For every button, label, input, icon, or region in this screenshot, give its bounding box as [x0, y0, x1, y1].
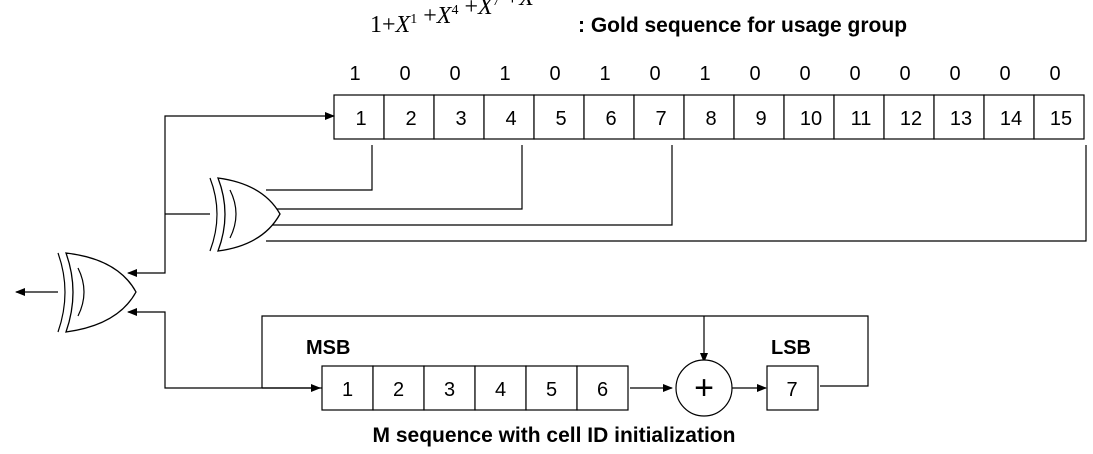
- polynomial-title: 1+X1 +X4 +X7 +X15: [370, 0, 548, 38]
- m-sequence-feedback: [127, 308, 869, 392]
- gold-cell-label: 12: [900, 108, 922, 130]
- poly-term: +: [417, 3, 437, 29]
- gold-cell: [633, 94, 685, 140]
- m-cell-label: 6: [597, 379, 608, 401]
- poly-term: X: [436, 3, 453, 29]
- gold-cell-label: 1: [355, 108, 366, 130]
- gold-caption: : Gold sequence for usage group: [578, 14, 907, 37]
- lsb-cell-label: 7: [786, 379, 797, 401]
- gold-cell: [883, 94, 935, 140]
- gold-cell: [1033, 94, 1085, 140]
- m-cell-label: 3: [444, 379, 455, 401]
- adder-symbol: +: [694, 369, 714, 407]
- m-cell: [525, 365, 578, 411]
- gold-cell-label: 6: [605, 108, 616, 130]
- poly-term: +: [458, 0, 478, 20]
- m-shift-register: 1 2 3 4 5 6: [321, 365, 629, 411]
- gold-cell-label: 10: [800, 108, 822, 130]
- gold-cell: [683, 94, 735, 140]
- init-bit: 0: [949, 63, 960, 85]
- m-cell: [474, 365, 527, 411]
- init-bit: 1: [349, 63, 360, 85]
- m-cell: [576, 365, 629, 411]
- gold-cell-label: 9: [755, 108, 766, 130]
- gold-cell: [583, 94, 635, 140]
- msb-label: MSB: [306, 337, 350, 359]
- init-bit: 0: [999, 63, 1010, 85]
- m-cell-label: 2: [393, 379, 404, 401]
- m-cell-label: 4: [495, 379, 506, 401]
- poly-exponent: 1: [410, 12, 417, 27]
- poly-term: X: [395, 12, 412, 38]
- gold-cell: [383, 94, 435, 140]
- poly-term: X: [518, 0, 535, 11]
- init-bit-row: 1 0 0 1 0 1 0 1 0 0 0 0 0 0 0: [349, 63, 1060, 85]
- upper-xor-gate: [209, 177, 281, 252]
- init-bit: 1: [599, 63, 610, 85]
- feedback-taps: [266, 145, 1087, 242]
- m-cell-label: 1: [342, 379, 353, 401]
- poly-term: +: [500, 0, 520, 11]
- gold-cell: [983, 94, 1035, 140]
- gold-cell-label: 8: [705, 108, 716, 130]
- init-bit: 1: [499, 63, 510, 85]
- lsb-label: LSB: [771, 337, 811, 359]
- gold-cell: [733, 94, 785, 140]
- gold-cell: [933, 94, 985, 140]
- m-cell: [372, 365, 425, 411]
- m-sequence-caption: M sequence with cell ID initialization: [373, 424, 736, 447]
- gold-cell-label: 5: [555, 108, 566, 130]
- init-bit: 1: [699, 63, 710, 85]
- output-xor-gate: [57, 252, 137, 333]
- m-cell: [321, 365, 374, 411]
- gold-cell-label: 3: [455, 108, 466, 130]
- gold-cell-label: 7: [655, 108, 666, 130]
- m-cell-label: 5: [546, 379, 557, 401]
- gold-cell: [433, 94, 485, 140]
- init-bit: 0: [449, 63, 460, 85]
- init-bit: 0: [399, 63, 410, 85]
- poly-term: 1+: [370, 12, 396, 38]
- init-bit: 0: [849, 63, 860, 85]
- init-bit: 0: [799, 63, 810, 85]
- poly-exponent: 4: [451, 3, 458, 18]
- gold-cell-label: 4: [505, 108, 516, 130]
- poly-term: X: [477, 0, 494, 20]
- gold-cell-label: 2: [405, 108, 416, 130]
- init-bit: 0: [549, 63, 560, 85]
- gold-feedback-path: [127, 112, 335, 277]
- init-bit: 0: [899, 63, 910, 85]
- gold-cell: [783, 94, 835, 140]
- poly-exponent: 7: [493, 0, 500, 9]
- lsb-cell: 7: [766, 365, 819, 411]
- gold-cell-label: 14: [1000, 108, 1022, 130]
- init-bit: 0: [649, 63, 660, 85]
- gold-cell: [533, 94, 585, 140]
- gold-cell-label: 15: [1050, 108, 1072, 130]
- gold-cell-label: 11: [851, 108, 872, 130]
- modulo-2-adder: +: [675, 359, 733, 417]
- init-bit: 0: [749, 63, 760, 85]
- m-cell: [423, 365, 476, 411]
- init-bit: 0: [1049, 63, 1060, 85]
- gold-cell-label: 13: [950, 108, 972, 130]
